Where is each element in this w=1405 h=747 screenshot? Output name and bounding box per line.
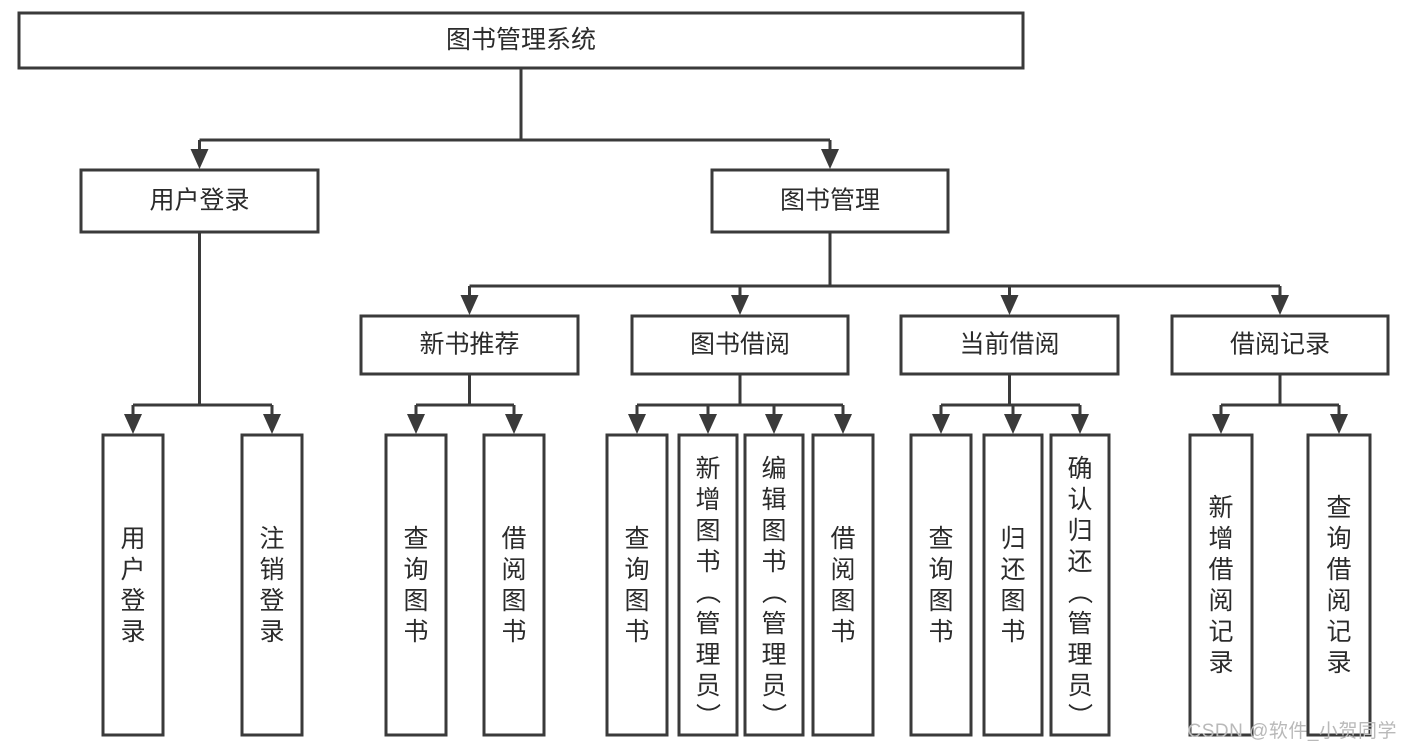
node-leaf-confirm-return[interactable]: 确认归还（管理员） xyxy=(1049,433,1111,737)
node-label-leaf-query-book-borrow: 查询图书 xyxy=(624,525,649,646)
node-label-leaf-edit-book: 编辑图书（管理员） xyxy=(761,455,787,731)
node-label-current-borrow: 当前借阅 xyxy=(959,331,1059,359)
edge-arrow-icon xyxy=(765,414,783,434)
node-label-leaf-query-book-cur: 查询图书 xyxy=(928,525,953,646)
node-box-leaf-query-borrow-record[interactable] xyxy=(1306,433,1372,737)
node-leaf-borrow-book[interactable]: 借阅图书 xyxy=(811,433,875,737)
node-label-leaf-borrow-book-rec: 借阅图书 xyxy=(501,525,526,646)
edge-arrow-icon xyxy=(699,414,717,434)
edge-arrow-icon xyxy=(1271,295,1289,315)
node-label-root: 图书管理系统 xyxy=(446,26,596,54)
node-label-leaf-user-login: 用户登录 xyxy=(120,525,145,646)
edge-arrow-icon xyxy=(1071,414,1089,434)
node-leaf-add-borrow-record[interactable]: 新增借阅记录 xyxy=(1188,433,1254,737)
edge-arrow-icon xyxy=(407,414,425,434)
node-box-leaf-add-borrow-record[interactable] xyxy=(1188,433,1254,737)
edge-arrow-icon xyxy=(1330,414,1348,434)
node-label-leaf-add-borrow-record: 新增借阅记录 xyxy=(1208,494,1233,677)
node-box-leaf-user-login[interactable] xyxy=(101,433,165,737)
node-user-login[interactable]: 用户登录 xyxy=(79,168,320,234)
edge-arrow-icon xyxy=(263,414,281,434)
node-leaf-add-book[interactable]: 新增图书（管理员） xyxy=(677,433,739,737)
node-box-leaf-borrow-book[interactable] xyxy=(811,433,875,737)
node-book-borrow[interactable]: 图书借阅 xyxy=(630,314,850,376)
node-book-manage[interactable]: 图书管理 xyxy=(710,168,950,234)
node-leaf-return-book[interactable]: 归还图书 xyxy=(982,433,1044,737)
node-label-leaf-confirm-return: 确认归还（管理员） xyxy=(1067,455,1093,731)
node-box-leaf-confirm-return[interactable] xyxy=(1049,433,1111,737)
node-leaf-user-login[interactable]: 用户登录 xyxy=(101,433,165,737)
node-box-leaf-query-book-borrow[interactable] xyxy=(605,433,669,737)
node-box-leaf-user-logout[interactable] xyxy=(240,433,304,737)
node-box-leaf-borrow-book-rec[interactable] xyxy=(482,433,546,737)
node-box-leaf-query-book-rec[interactable] xyxy=(384,433,448,737)
connector-group-root xyxy=(190,68,839,169)
node-label-new-book-rec: 新书推荐 xyxy=(419,331,519,359)
edge-arrow-icon xyxy=(505,414,523,434)
node-root[interactable]: 图书管理系统 xyxy=(17,11,1025,70)
edge-arrow-icon xyxy=(124,414,142,434)
edge-arrow-icon xyxy=(628,414,646,434)
node-borrow-record[interactable]: 借阅记录 xyxy=(1170,314,1390,376)
node-box-user-login[interactable] xyxy=(79,168,320,234)
node-label-leaf-user-logout: 注销登录 xyxy=(259,525,284,646)
node-label-borrow-record: 借阅记录 xyxy=(1230,331,1330,359)
node-box-leaf-query-book-cur[interactable] xyxy=(909,433,973,737)
edge-arrow-icon xyxy=(834,414,852,434)
node-label-leaf-borrow-book: 借阅图书 xyxy=(830,525,855,646)
connector-group-current-borrow xyxy=(932,374,1089,434)
node-box-leaf-add-book[interactable] xyxy=(677,433,739,737)
node-leaf-query-book-rec[interactable]: 查询图书 xyxy=(384,433,448,737)
node-box-current-borrow[interactable] xyxy=(899,314,1120,376)
edge-arrow-icon xyxy=(1000,295,1019,315)
connector-group-borrow-record xyxy=(1212,374,1348,434)
edge-arrow-icon xyxy=(460,295,479,315)
node-label-leaf-return-book: 归还图书 xyxy=(1000,525,1025,646)
node-leaf-query-book-borrow[interactable]: 查询图书 xyxy=(605,433,669,737)
edge-arrow-icon xyxy=(1004,414,1022,434)
node-label-book-borrow: 图书借阅 xyxy=(690,331,790,359)
node-box-book-manage[interactable] xyxy=(710,168,950,234)
node-leaf-edit-book[interactable]: 编辑图书（管理员） xyxy=(743,433,805,737)
node-box-borrow-record[interactable] xyxy=(1170,314,1390,376)
node-leaf-borrow-book-rec[interactable]: 借阅图书 xyxy=(482,433,546,737)
csdn-watermark: CSDN @软件_小贺同学 xyxy=(1187,721,1397,742)
node-current-borrow[interactable]: 当前借阅 xyxy=(899,314,1120,376)
node-label-leaf-query-borrow-record: 查询借阅记录 xyxy=(1326,494,1351,677)
connector-group-book-borrow xyxy=(628,374,852,434)
node-box-root[interactable] xyxy=(17,11,1025,70)
node-label-leaf-query-book-rec: 查询图书 xyxy=(403,525,428,646)
node-layer: 图书管理系统用户登录图书管理新书推荐图书借阅当前借阅借阅记录用户登录注销登录查询… xyxy=(17,11,1390,737)
node-new-book-rec[interactable]: 新书推荐 xyxy=(359,314,580,376)
node-box-new-book-rec[interactable] xyxy=(359,314,580,376)
node-leaf-user-logout[interactable]: 注销登录 xyxy=(240,433,304,737)
node-label-book-manage: 图书管理 xyxy=(780,187,880,215)
node-box-leaf-return-book[interactable] xyxy=(982,433,1044,737)
connector-group-user-login xyxy=(124,232,281,434)
node-box-leaf-edit-book[interactable] xyxy=(743,433,805,737)
edge-arrow-icon xyxy=(1212,414,1230,434)
edge-arrow-icon xyxy=(190,149,209,169)
node-box-book-borrow[interactable] xyxy=(630,314,850,376)
node-label-user-login: 用户登录 xyxy=(149,187,249,215)
edge-arrow-icon xyxy=(731,295,749,315)
node-leaf-query-borrow-record[interactable]: 查询借阅记录 xyxy=(1306,433,1372,737)
connector-layer xyxy=(124,68,1348,434)
edge-arrow-icon xyxy=(821,149,839,169)
connector-group-new-book-rec xyxy=(407,374,523,434)
node-label-leaf-add-book: 新增图书（管理员） xyxy=(695,455,721,731)
edge-arrow-icon xyxy=(932,414,950,434)
node-leaf-query-book-cur[interactable]: 查询图书 xyxy=(909,433,973,737)
connector-group-book-manage xyxy=(460,232,1289,315)
